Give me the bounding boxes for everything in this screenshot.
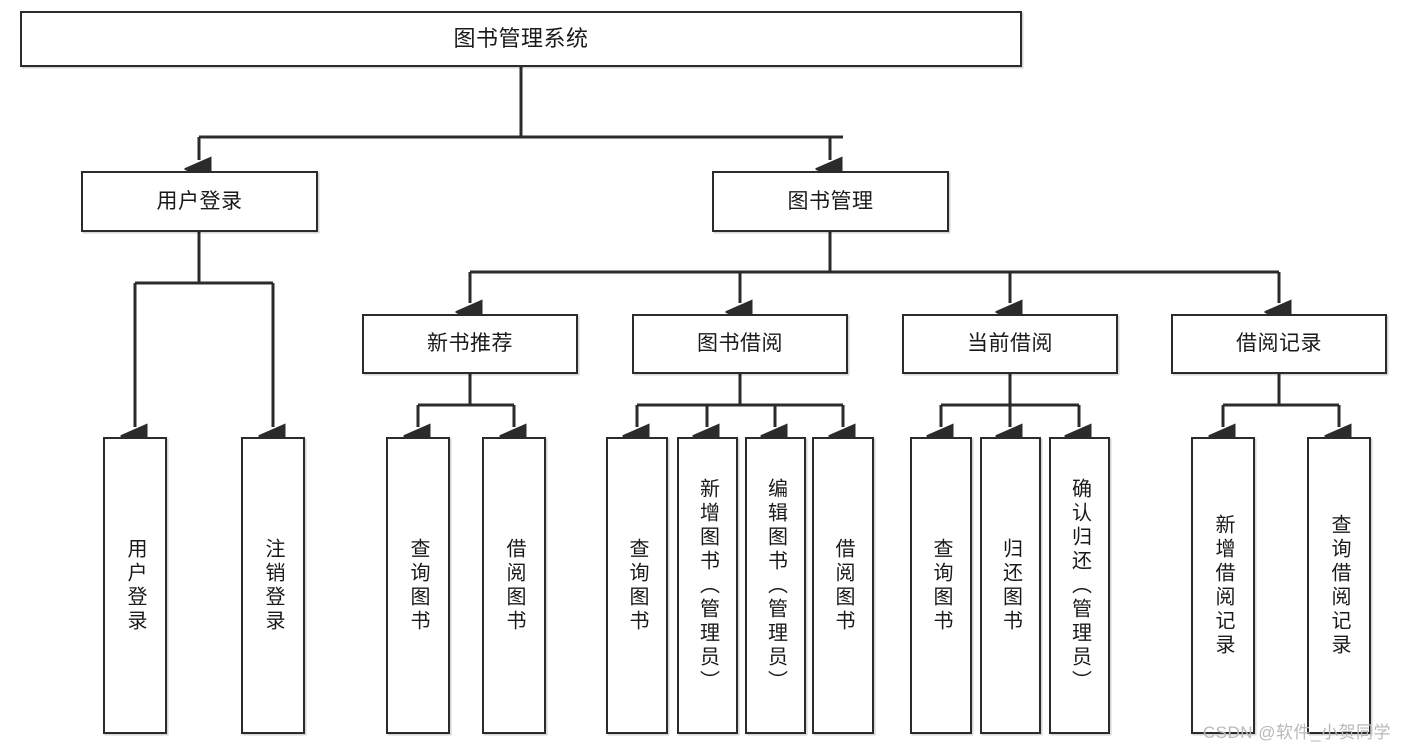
- node-label: 当前借阅: [967, 332, 1053, 356]
- leaf-edit-book-admin[interactable]: 编辑图书（管理员）: [745, 437, 806, 734]
- node-label: 新书推荐: [427, 332, 513, 356]
- node-book-borrowing[interactable]: 图书借阅: [632, 314, 848, 374]
- csdn-watermark: CSDN @软件_小贺同学: [1202, 723, 1391, 742]
- node-label: 用户登录: [124, 537, 146, 634]
- node-current-borrowing[interactable]: 当前借阅: [902, 314, 1118, 374]
- leaf-borrow-book[interactable]: 借阅图书: [812, 437, 874, 734]
- leaf-query-book-borrow[interactable]: 查询图书: [606, 437, 668, 734]
- node-label: 注销登录: [262, 537, 284, 634]
- leaf-logout[interactable]: 注销登录: [241, 437, 305, 734]
- node-label: 用户登录: [156, 189, 243, 213]
- node-borrowing-record[interactable]: 借阅记录: [1171, 314, 1387, 374]
- node-root-book-management-system[interactable]: 图书管理系统: [20, 11, 1022, 67]
- leaf-query-borrow-record[interactable]: 查询借阅记录: [1307, 437, 1371, 734]
- node-label: 归还图书: [999, 537, 1022, 634]
- leaf-query-book-current[interactable]: 查询图书: [910, 437, 972, 734]
- node-label: 新增借阅记录: [1212, 513, 1234, 658]
- node-label: 借阅图书: [832, 537, 854, 634]
- leaf-return-book[interactable]: 归还图书: [980, 437, 1041, 734]
- leaf-add-borrow-record[interactable]: 新增借阅记录: [1191, 437, 1255, 734]
- node-label: 确认归还（管理员）: [1068, 477, 1091, 694]
- leaf-confirm-return-admin[interactable]: 确认归还（管理员）: [1049, 437, 1110, 734]
- node-user-login[interactable]: 用户登录: [81, 171, 318, 232]
- leaf-user-login[interactable]: 用户登录: [103, 437, 167, 734]
- leaf-query-book-recommend[interactable]: 查询图书: [386, 437, 450, 734]
- leaf-borrow-book-recommend[interactable]: 借阅图书: [482, 437, 546, 734]
- node-label: 图书管理: [787, 189, 874, 213]
- node-label: 查询借阅记录: [1328, 513, 1350, 658]
- leaf-add-book-admin[interactable]: 新增图书（管理员）: [677, 437, 738, 734]
- node-label: 借阅记录: [1236, 332, 1322, 356]
- node-new-book-recommendation[interactable]: 新书推荐: [362, 314, 578, 374]
- node-label: 查询图书: [626, 537, 648, 634]
- node-label: 借阅图书: [503, 537, 525, 634]
- node-label: 查询图书: [407, 537, 429, 634]
- node-label: 图书管理系统: [453, 25, 589, 51]
- node-label: 图书借阅: [697, 332, 783, 356]
- node-label: 查询图书: [930, 537, 952, 634]
- node-label: 编辑图书（管理员）: [764, 477, 787, 694]
- node-book-management[interactable]: 图书管理: [712, 171, 949, 232]
- node-label: 新增图书（管理员）: [696, 477, 719, 694]
